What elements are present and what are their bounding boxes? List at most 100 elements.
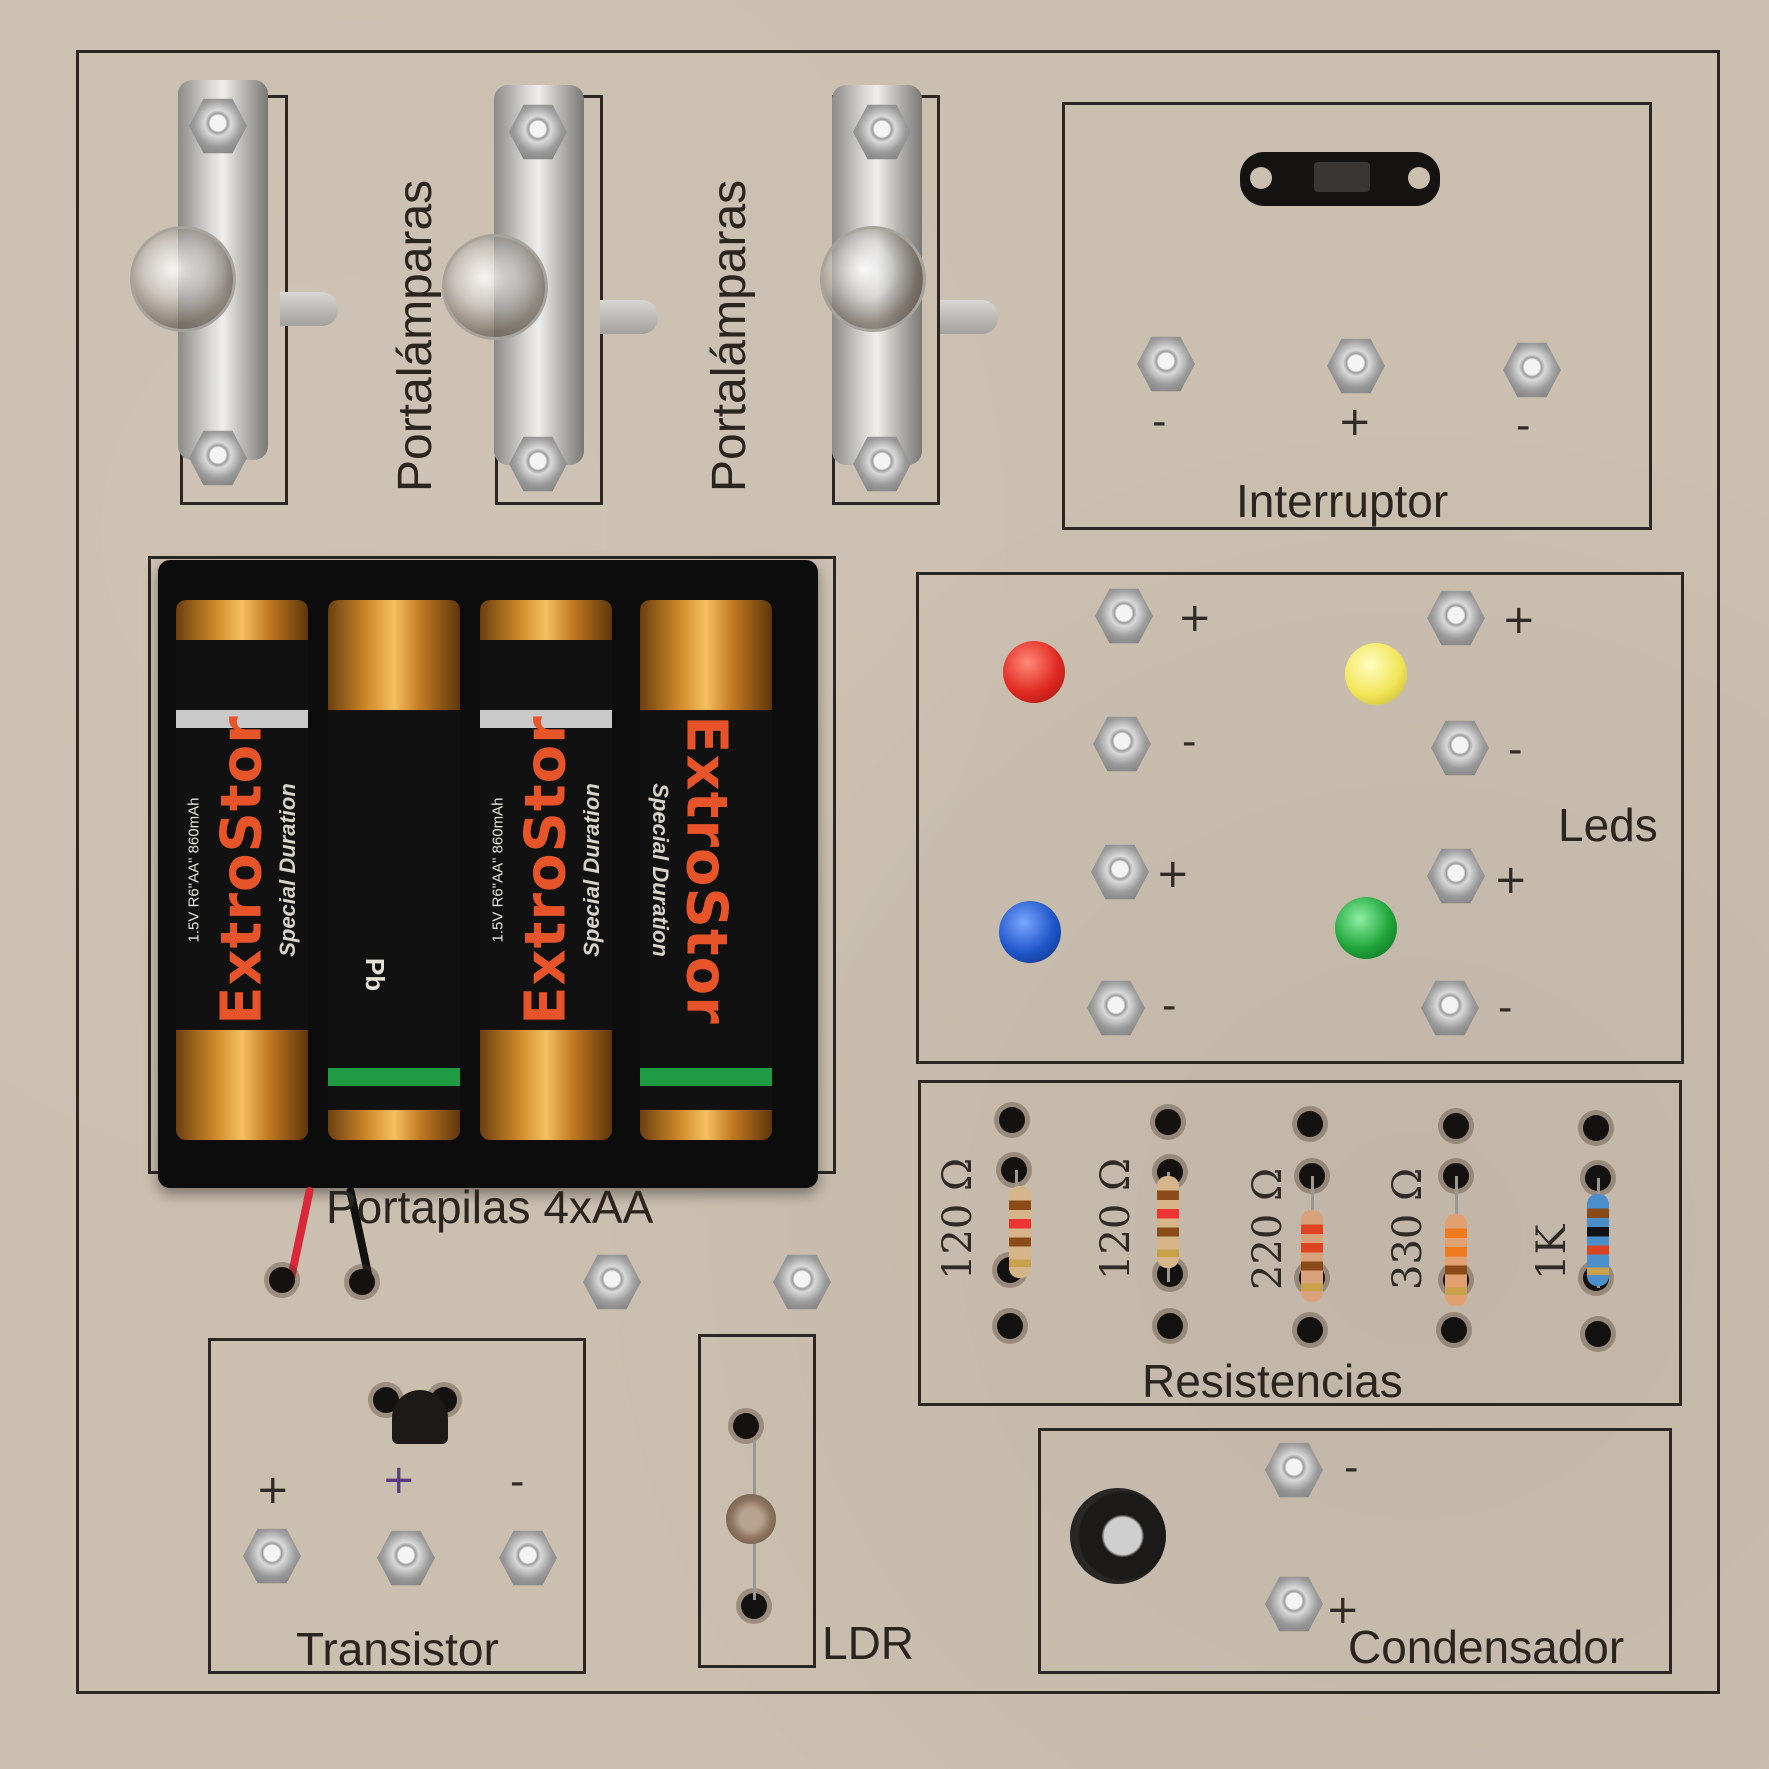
battery-3-band: [480, 710, 612, 728]
battery-2-band: [328, 1068, 460, 1086]
led-yellow-minus-mark: -: [1508, 727, 1523, 773]
transistor-outline: [208, 1338, 586, 1674]
res2-hole-1[interactable]: [1155, 1109, 1181, 1135]
switch-mark-center: +: [1338, 399, 1372, 445]
battery-2-pb: Pb: [360, 957, 391, 992]
res5-hole-1[interactable]: [1583, 1115, 1609, 1141]
battery-3-brand: ExtroStor: [513, 715, 579, 1025]
res1-hole-2[interactable]: [1001, 1157, 1027, 1183]
led-yellow: [1345, 643, 1407, 705]
res4-hole-4[interactable]: [1441, 1317, 1467, 1343]
lamp-bulb-1: [130, 226, 236, 332]
switch-mark-right: -: [1516, 403, 1531, 449]
battery-1: ExtroStor 1.5V R6"AA" 860mAh Special Dur…: [176, 600, 308, 1140]
lamp2-top-terminal[interactable]: [509, 104, 567, 160]
battery-1-brand: ExtroStor: [209, 715, 275, 1025]
transistor-mark-left: +: [256, 1467, 290, 1513]
capacitor-label: Condensador: [1348, 1621, 1625, 1673]
lamp-tab-2: [600, 300, 658, 334]
battery-4-subtitle: Special Duration: [648, 783, 673, 957]
battery-holder-label: Portapilas 4xAA: [326, 1181, 654, 1233]
battery-2: Pb: [328, 600, 460, 1140]
led-yellow-plus-mark: +: [1502, 597, 1536, 643]
resistors-outline: [918, 1080, 1682, 1406]
led-red-plus-mark: +: [1178, 595, 1212, 641]
leds-label: Leds: [1558, 799, 1658, 851]
ldr-label: LDR: [822, 1617, 915, 1669]
lamp-holders-label-1: Portalámparas: [389, 179, 442, 492]
board-outline: [76, 50, 1720, 1694]
ldr-sensor: [726, 1494, 776, 1544]
lamp-tab-1: [280, 292, 338, 326]
ldr-outline: [698, 1334, 816, 1668]
transistor-label: Transistor: [296, 1623, 499, 1675]
capacitor-mark-plus: +: [1326, 1587, 1360, 1633]
lamp-bulb-3: [820, 226, 926, 332]
battery-4: ExtroStor Special Duration: [640, 600, 772, 1140]
electrolytic-capacitor: [1070, 1488, 1166, 1584]
resistor-5: [1587, 1194, 1609, 1286]
lamp-tab-3: [940, 300, 998, 334]
capacitor-mark-minus: -: [1344, 1445, 1359, 1491]
res5-hole-4[interactable]: [1585, 1321, 1611, 1347]
battery-1-subtitle: Special Duration: [275, 783, 300, 957]
resistor-1: [1009, 1186, 1031, 1278]
res2-hole-4[interactable]: [1157, 1313, 1183, 1339]
led-blue: [999, 901, 1061, 963]
res1-hole-4[interactable]: [997, 1313, 1023, 1339]
resistors-label: Resistencias: [1142, 1355, 1403, 1407]
resistor-value-2: 120 Ω: [1093, 1157, 1139, 1280]
resistor-value-3: 220 Ω: [1245, 1167, 1291, 1290]
capacitor-outline: [1038, 1428, 1672, 1674]
resistor-value-5: 1K: [1529, 1224, 1575, 1280]
battery-terminal-2[interactable]: [773, 1254, 831, 1310]
switch-mount-hole-left: [1250, 167, 1272, 189]
switch-outline: [1062, 102, 1652, 530]
battery-4-brand: ExtroStor: [673, 715, 739, 1025]
led-green-plus-mark: +: [1494, 857, 1528, 903]
res3-hole-4[interactable]: [1297, 1317, 1323, 1343]
transistor-body: [392, 1390, 448, 1444]
battery-1-spec: 1.5V R6"AA" 860mAh: [185, 797, 203, 943]
resistor-2: [1157, 1176, 1179, 1268]
switch-label: Interruptor: [1236, 475, 1449, 527]
lamp-holders-label-2: Portalámparas: [703, 179, 756, 492]
battery-1-band: [176, 710, 308, 728]
resistor-value-1: 120 Ω: [935, 1157, 981, 1280]
led-red: [1003, 641, 1065, 703]
battery-holder: ExtroStor 1.5V R6"AA" 860mAh Special Dur…: [158, 560, 818, 1188]
resistor-value-4: 330 Ω: [1385, 1167, 1431, 1290]
resistor-3: [1301, 1210, 1323, 1302]
led-green: [1335, 897, 1397, 959]
battery-3-spec: 1.5V R6"AA" 860mAh: [489, 797, 507, 943]
battery-wire-hole-red: [269, 1267, 295, 1293]
transistor-mark-center: +: [382, 1457, 416, 1503]
led-red-minus-mark: -: [1182, 719, 1197, 765]
led-blue-plus-mark: +: [1156, 851, 1190, 897]
res1-hole-1[interactable]: [999, 1107, 1025, 1133]
battery-3-subtitle: Special Duration: [579, 783, 604, 957]
led-blue-minus-mark: -: [1162, 983, 1177, 1029]
lamp3-top-terminal[interactable]: [853, 104, 911, 160]
lamp1-bottom-terminal[interactable]: [189, 430, 247, 486]
switch-mark-left: -: [1152, 399, 1167, 445]
res4-hole-1[interactable]: [1443, 1113, 1469, 1139]
lamp1-top-terminal[interactable]: [189, 98, 247, 154]
battery-3: ExtroStor 1.5V R6"AA" 860mAh Special Dur…: [480, 600, 612, 1140]
ldr-hole-1[interactable]: [733, 1413, 759, 1439]
lamp-bulb-2: [442, 234, 548, 340]
battery-terminal-1[interactable]: [583, 1254, 641, 1310]
transistor-mark-right: -: [510, 1459, 525, 1505]
lamp2-bottom-terminal[interactable]: [509, 436, 567, 492]
resistor-4: [1445, 1214, 1467, 1306]
battery-4-band: [640, 1068, 772, 1086]
lamp3-bottom-terminal[interactable]: [853, 436, 911, 492]
slide-switch[interactable]: [1240, 152, 1440, 206]
res3-hole-1[interactable]: [1297, 1111, 1323, 1137]
switch-mount-hole-right: [1408, 167, 1430, 189]
switch-knob[interactable]: [1314, 162, 1370, 192]
leds-outline: [916, 572, 1684, 1064]
battery-wire-hole-black: [349, 1269, 375, 1295]
led-green-minus-mark: -: [1498, 985, 1513, 1031]
